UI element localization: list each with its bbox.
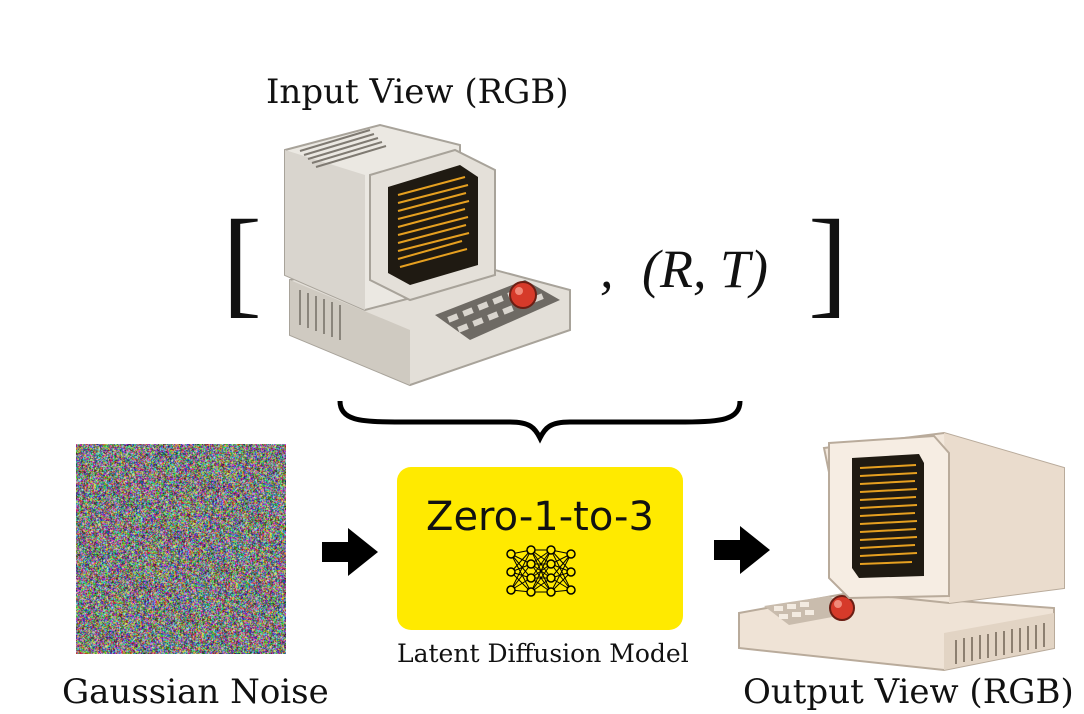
neural-network-icon — [506, 545, 576, 597]
gaussian-noise-image — [76, 444, 286, 654]
arrow-icon — [322, 528, 378, 576]
input-view-label: Input View (RGB) — [266, 72, 569, 112]
condition-rt-label: (R, T) — [642, 239, 768, 299]
output-view-label: Output View (RGB) — [743, 672, 1074, 712]
output-computer-image — [738, 431, 1065, 672]
model-title: Zero-1-to-3 — [426, 494, 654, 540]
model-box — [397, 467, 683, 630]
model-subtitle: Latent Diffusion Model — [397, 639, 689, 668]
close-bracket: ] — [808, 195, 848, 328]
open-bracket: [ — [222, 195, 262, 328]
input-computer-image — [284, 123, 571, 387]
condition-comma: , — [600, 239, 614, 299]
noise-label: Gaussian Noise — [62, 672, 329, 712]
arrow-icon — [714, 526, 770, 574]
curly-brace-icon — [337, 400, 743, 444]
